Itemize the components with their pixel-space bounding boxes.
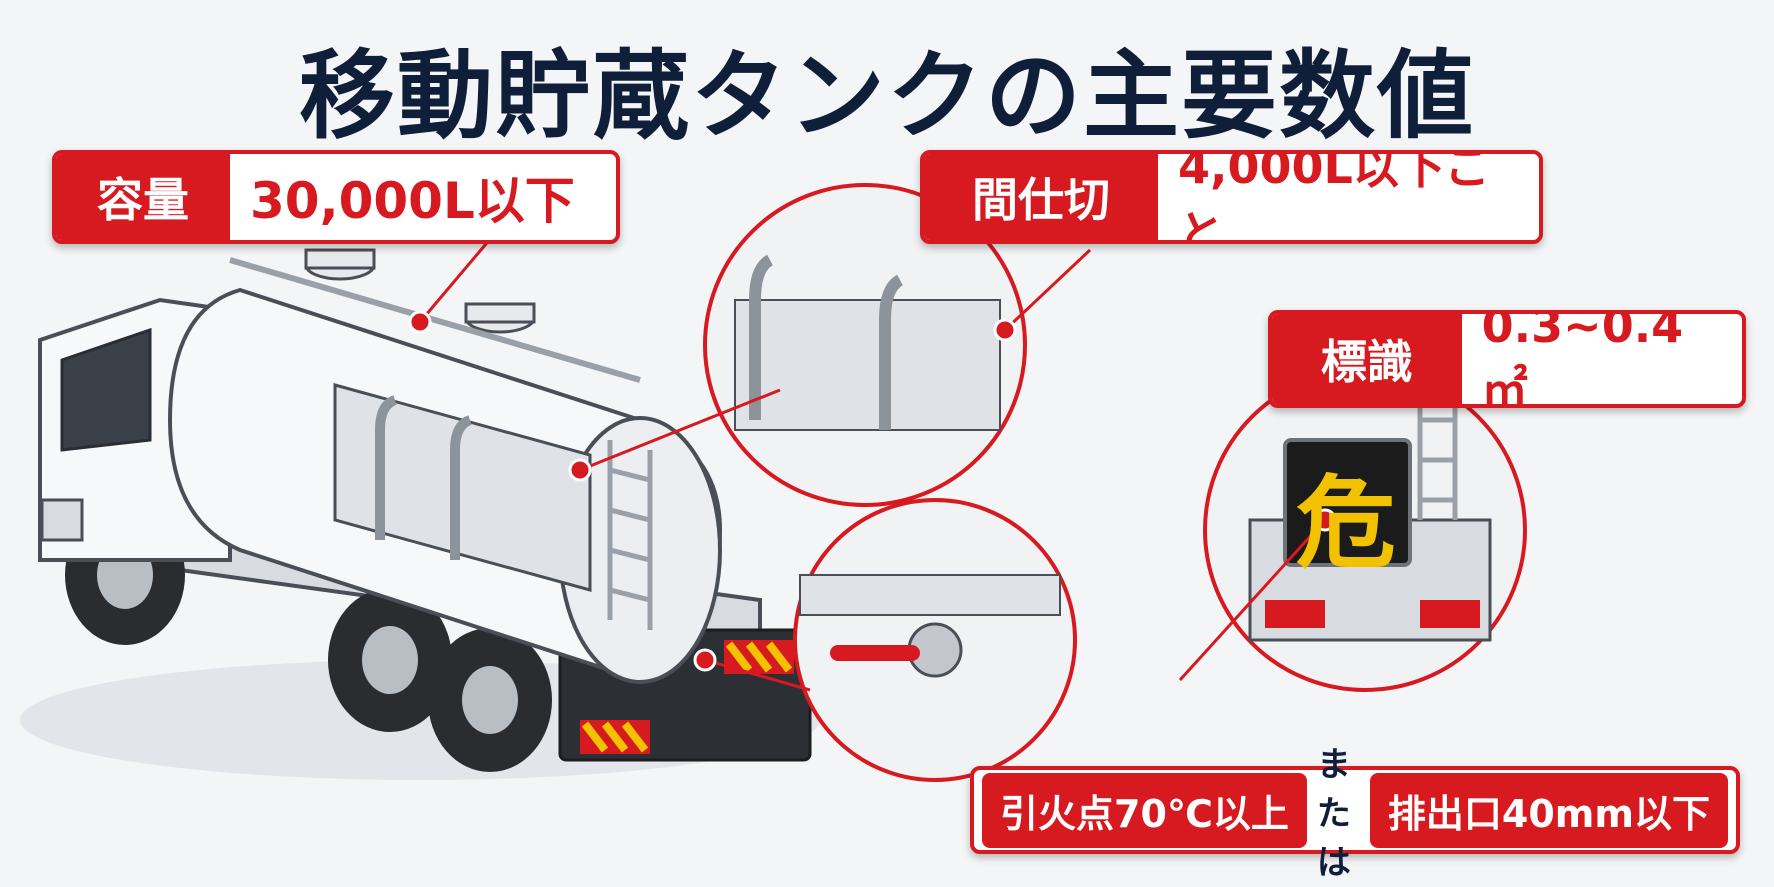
partition-label: 間仕切 [924,154,1159,240]
capacity-value: 30,000L以下 [250,172,575,230]
or-connector: または [1316,744,1351,883]
outlet-callout: 引火点70℃以上 または 排出口40mm以下 [970,745,1740,883]
page-title: 移動貯蔵タンクの主要数値 [299,40,1475,152]
sign-value: 0.3~0.4㎡ [1481,310,1684,408]
connector-dots [408,310,1337,672]
outlet-zoom-circle [793,498,1077,782]
sign-callout: 標識 0.3~0.4㎡ [1268,310,1746,408]
partition-callout: 間仕切 4,000L以下ごと [920,150,1543,244]
sign-zoom-circle [1203,368,1527,692]
outlet-diameter-condition: 排出口40mm以下 [1369,772,1728,848]
partition-zoom-circle [703,183,1027,507]
flash-point-condition: 引火点70℃以上 [982,772,1307,848]
tank-body [167,248,723,684]
hazard-sign-character: 危 [1296,465,1396,582]
capacity-callout: 容量 30,000L以下 [52,150,620,244]
capacity-label: 容量 [56,154,230,240]
sign-label: 標識 [1272,314,1462,404]
partition-value: 4,000L以下ごと [1178,150,1491,244]
truck-wheels [65,505,552,772]
